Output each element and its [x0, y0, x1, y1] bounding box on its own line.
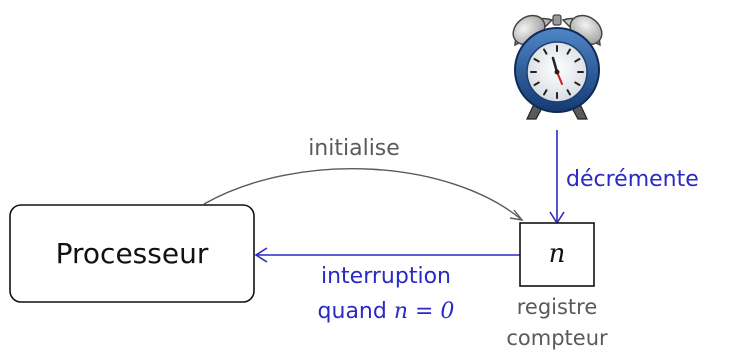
interruption-label-math: n = 0: [394, 299, 455, 324]
interruption-label-text: quand: [318, 299, 394, 324]
initialise-arrow: [203, 168, 523, 221]
processor-box: [9, 204, 255, 303]
register-caption-line2: compteur: [506, 326, 608, 350]
interruption-label-line1: interruption: [321, 264, 451, 289]
decremente-label: décrémente: [566, 167, 699, 192]
interruption-label-line2: quand n = 0: [318, 299, 455, 324]
initialise-arrowhead: [509, 209, 524, 221]
register-caption-line1: registre: [517, 295, 598, 319]
alarm-clock-icon: [512, 14, 603, 120]
interruption-arrowhead: [254, 247, 268, 263]
register-symbol: n: [549, 239, 566, 269]
register-box: [519, 222, 595, 287]
initialise-label: initialise: [308, 136, 400, 161]
processor-label: Processeur: [56, 237, 209, 270]
